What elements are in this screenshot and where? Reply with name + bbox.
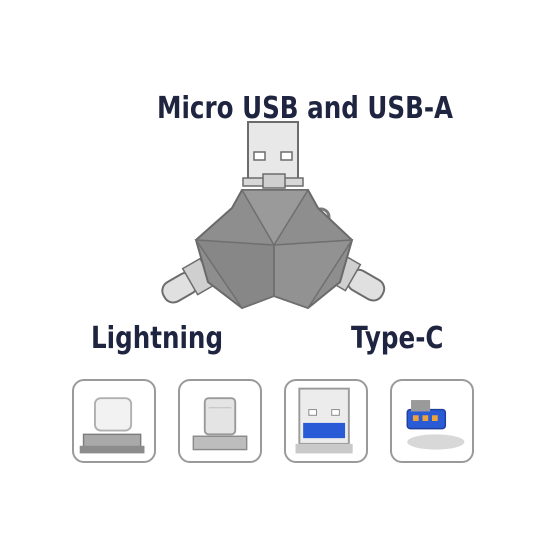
type-c-connector-thumbnail[interactable]	[178, 379, 262, 463]
lightning-label: Lightning	[91, 321, 224, 356]
type-c-label: Type-C	[351, 321, 444, 356]
lightning-connector-icon	[79, 397, 145, 454]
usb-a-plug-icon	[242, 121, 304, 189]
lightning-plug-icon	[161, 257, 217, 304]
lightning-connector-thumbnail[interactable]	[72, 379, 156, 463]
type-c-connector-icon	[192, 397, 248, 451]
hub-body-icon	[194, 189, 354, 310]
usb-a-connector-thumbnail[interactable]	[284, 379, 368, 463]
micro-usb-connector-thumbnail[interactable]	[390, 379, 474, 463]
micro-usb-usb-a-title: Micro USB and USB-A	[157, 91, 454, 126]
usb-a-connector-icon	[295, 387, 353, 454]
adapter-hub-illustration	[150, 120, 400, 330]
micro-usb-connector-icon	[406, 400, 465, 450]
